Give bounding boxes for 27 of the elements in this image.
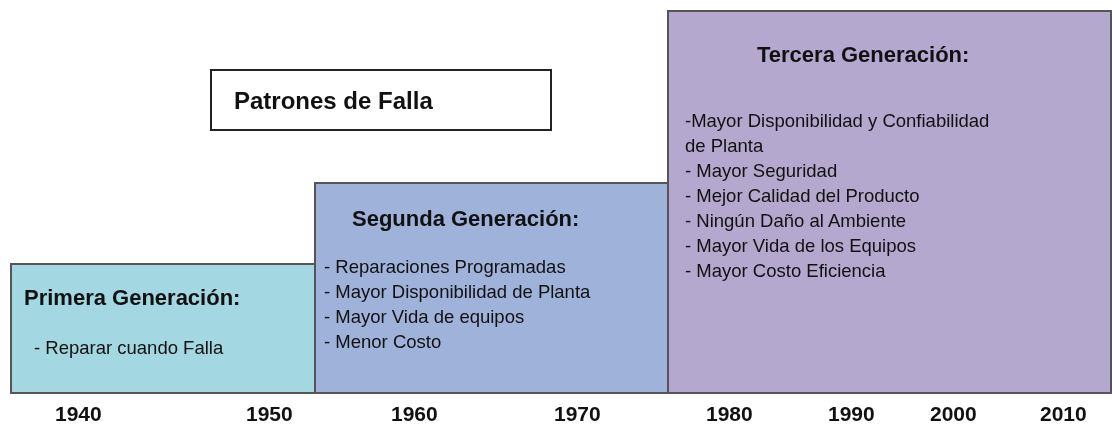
- benefit-item: - Mayor Seguridad: [685, 159, 839, 183]
- generation-panel: [314, 182, 669, 394]
- generation-heading: Tercera Generación:: [757, 42, 970, 68]
- benefit-item: - Mayor Costo Eficiencia: [685, 259, 887, 283]
- benefit-item: - Ningún Daño al Ambiente: [685, 209, 908, 233]
- year-label: 1970: [554, 402, 601, 426]
- year-label: 1980: [706, 402, 753, 426]
- year-label: 2000: [930, 402, 977, 426]
- year-label: 1940: [55, 402, 102, 426]
- generation-heading: Segunda Generación:: [352, 206, 580, 232]
- year-label: 1960: [391, 402, 438, 426]
- benefit-item: - Mayor Vida de los Equipos: [685, 234, 918, 258]
- benefit-item: - Menor Costo: [324, 330, 443, 354]
- title-box: [210, 69, 552, 131]
- year-label: 1990: [828, 402, 875, 426]
- year-label: 2010: [1040, 402, 1087, 426]
- benefit-item: - Mayor Vida de equipos: [324, 305, 526, 329]
- benefit-item: - Reparaciones Programadas: [324, 255, 567, 279]
- generation-heading: Primera Generación:: [24, 285, 241, 311]
- year-label: 1950: [246, 402, 293, 426]
- heading-text: Patrones de Falla: [234, 87, 433, 115]
- benefit-item: - Mayor Disponibilidad de Planta: [324, 280, 592, 304]
- generation-panel: [10, 263, 316, 394]
- benefit-item: - Reparar cuando Falla: [34, 336, 225, 360]
- benefit-item: -Mayor Disponibilidad y Confiabilidad de Planta: [685, 109, 991, 158]
- benefit-item: - Mejor Calidad del Producto: [685, 184, 921, 208]
- generation-panel: [667, 10, 1112, 394]
